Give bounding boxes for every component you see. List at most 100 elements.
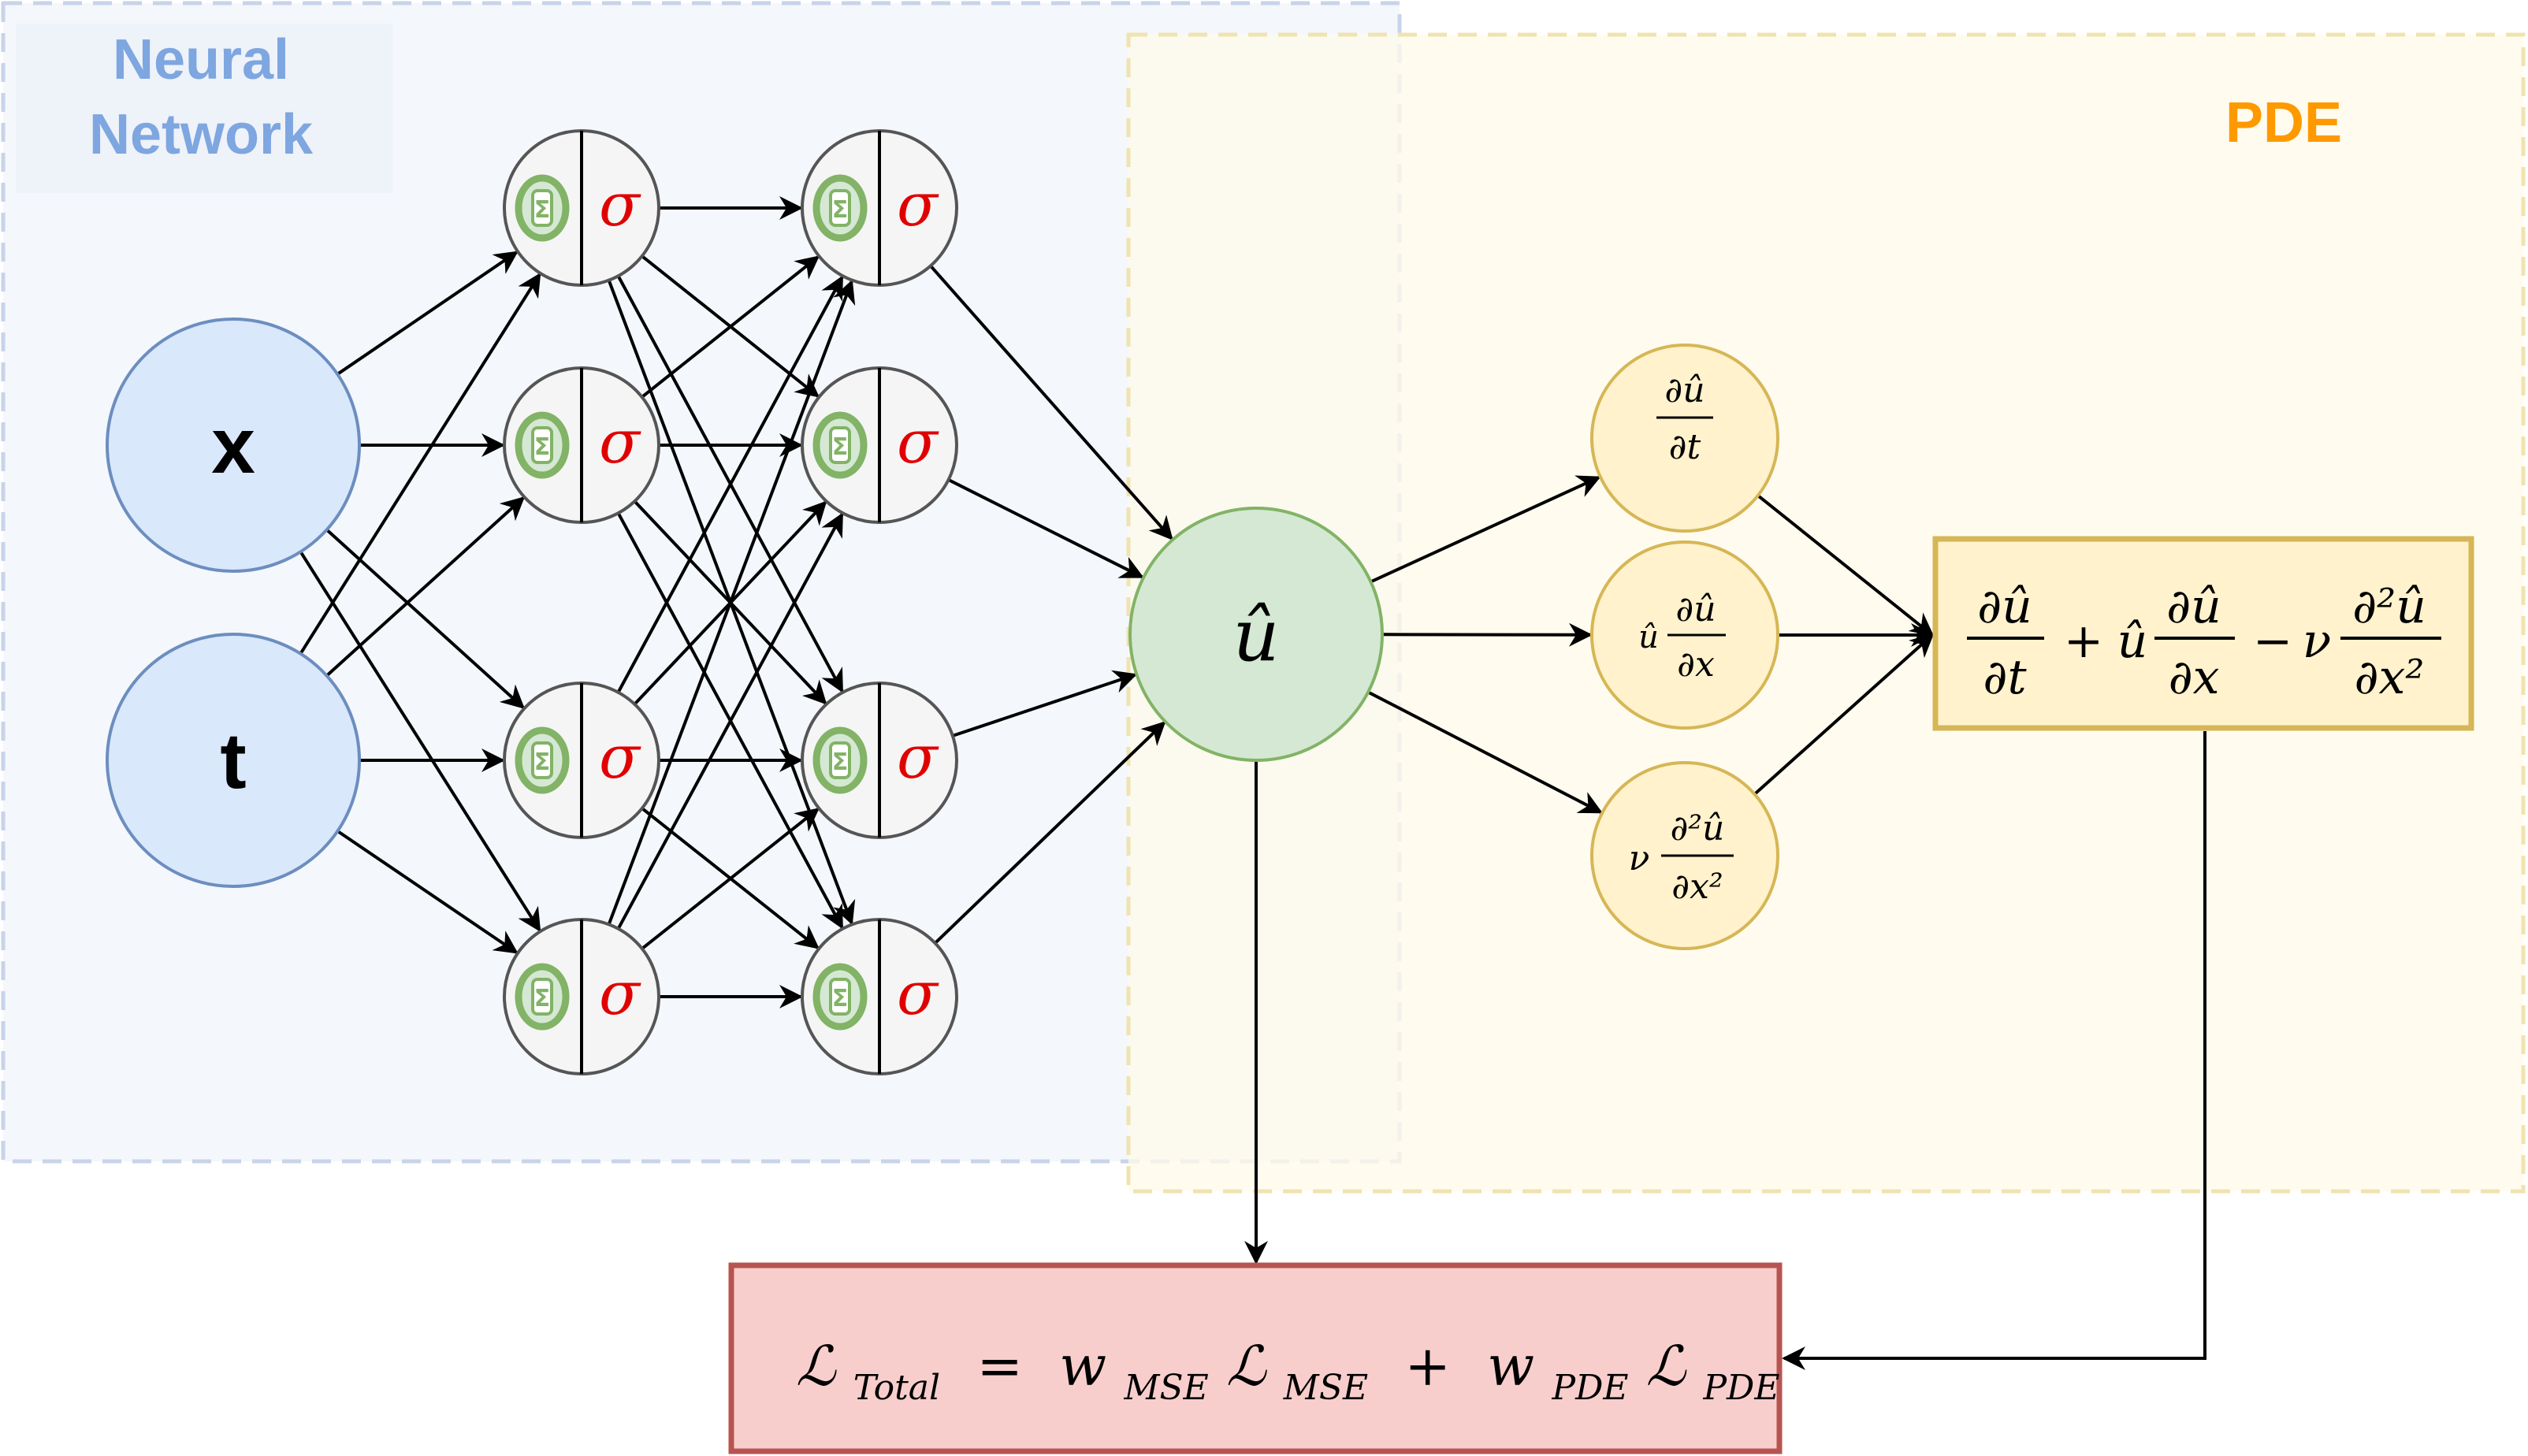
- residual-coef-nu: ν: [2303, 614, 2331, 669]
- svg-text:Σ: Σ: [832, 985, 849, 1012]
- neural-network-title-line1: Neural: [113, 28, 289, 91]
- activation-sigma: σ: [599, 407, 641, 477]
- connections: [299, 196, 2206, 1370]
- residual-t2-num: ∂û: [2166, 579, 2221, 634]
- edge-output-to-term-0: [1370, 475, 1601, 584]
- sum-icon: Σ: [812, 963, 868, 1031]
- activation-sigma: σ: [599, 169, 641, 240]
- edge-input-0-to-h1-0: [336, 251, 519, 376]
- svg-text:Σ: Σ: [534, 433, 551, 461]
- activation-sigma: σ: [599, 722, 641, 792]
- sum-icon: Σ: [515, 963, 570, 1031]
- edge-h2-0-to-output: [929, 265, 1173, 540]
- edge-input-1-to-h1-1: [325, 496, 526, 678]
- edge-h1-2-to-h2-0: [616, 275, 844, 693]
- edge-term-2-to-residual: [1753, 633, 1935, 796]
- residual-t3-num: ∂²û: [2352, 579, 2426, 634]
- residual-coef-u-hat: û: [2117, 614, 2148, 669]
- loss-equation: ℒ Total = w MSE ℒ MSE + w PDE ℒ PDE: [796, 1334, 1779, 1413]
- svg-text:Σ: Σ: [534, 196, 551, 224]
- loss-L-mse-sub: MSE: [1283, 1368, 1368, 1408]
- input-t-label: t: [220, 717, 246, 805]
- sum-icon: Σ: [515, 726, 570, 794]
- loss-w-mse-sub: MSE: [1123, 1368, 1208, 1408]
- pde-title: PDE: [2225, 91, 2342, 154]
- loss-L-mse: ℒ: [1226, 1334, 1267, 1398]
- pde-term-time-derivative[interactable]: ∂û ∂t: [1590, 344, 1779, 533]
- residual-op-plus: +: [2064, 614, 2103, 669]
- residual-t1-den: ∂t: [1983, 650, 2027, 705]
- svg-text:Σ: Σ: [534, 985, 551, 1012]
- neural-network-title-line2: Network: [89, 103, 314, 166]
- edge-term-0-to-residual: [1757, 494, 1935, 637]
- activation-sigma: σ: [599, 958, 641, 1028]
- loss-L-pde-sub: PDE: [1702, 1368, 1779, 1408]
- residual-t3-den: ∂x²: [2355, 650, 2425, 705]
- term3-prefix: ν: [1629, 838, 1650, 878]
- edge-h2-2-to-output: [952, 670, 1138, 737]
- input-x-label: x: [211, 402, 255, 490]
- output-u-hat-label: û: [1232, 593, 1279, 678]
- term2-denominator: ∂x: [1677, 644, 1715, 685]
- edge-output-to-term-2: [1367, 690, 1604, 814]
- edge-h1-1-to-h2-0: [641, 255, 820, 399]
- svg-text:Σ: Σ: [832, 433, 849, 461]
- edge-input-1-to-h1-3: [336, 830, 519, 954]
- activation-sigma: σ: [897, 169, 939, 240]
- pde-term-advection[interactable]: û ∂û ∂x: [1590, 540, 1779, 730]
- neural-network-title-backdrop: [16, 24, 392, 193]
- svg-text:Σ: Σ: [534, 748, 551, 776]
- loss-w-pde: w: [1487, 1334, 1534, 1398]
- edge-residual-to-loss: [1782, 731, 2206, 1370]
- edge-h1-3-to-h2-1: [616, 512, 844, 930]
- edge-h1-3-to-h2-2: [641, 808, 820, 950]
- edge-h2-3-to-output: [934, 721, 1166, 945]
- sum-icon: Σ: [812, 411, 868, 479]
- activation-sigma: σ: [897, 407, 939, 477]
- term1-numerator: ∂û: [1664, 370, 1705, 410]
- loss-total-L: ℒ: [796, 1334, 837, 1398]
- input-node-t[interactable]: t: [106, 633, 361, 888]
- loss-total-sub: Total: [853, 1368, 940, 1408]
- activation-sigma: σ: [897, 722, 939, 792]
- term1-denominator: ∂t: [1669, 427, 1701, 467]
- svg-text:Σ: Σ: [832, 196, 849, 224]
- sum-icon: Σ: [515, 411, 570, 479]
- edge-h1-3-to-h2-0: [607, 279, 856, 926]
- loss-plus: +: [1404, 1334, 1451, 1398]
- term2-numerator: ∂û: [1675, 589, 1716, 630]
- edge-input-1-to-h1-0: [299, 273, 541, 655]
- residual-op-minus: −: [2253, 614, 2292, 669]
- activation-sigma: σ: [897, 958, 939, 1028]
- loss-equals: =: [976, 1334, 1023, 1398]
- term3-denominator: ∂x²: [1671, 867, 1723, 907]
- term2-prefix: û: [1638, 619, 1659, 656]
- loss-w-pde-sub: PDE: [1551, 1368, 1628, 1408]
- input-node-x[interactable]: x: [106, 318, 361, 573]
- pde-residual-box[interactable]: ∂û ∂t + û ∂û ∂x − ν ∂²û ∂x²: [1932, 536, 2474, 731]
- loss-L-pde: ℒ: [1646, 1334, 1687, 1398]
- sum-icon: Σ: [812, 174, 868, 242]
- total-loss-box[interactable]: ℒ Total = w MSE ℒ MSE + w PDE ℒ PDE: [728, 1262, 1783, 1454]
- pde-term-diffusion[interactable]: ν ∂²û ∂x²: [1590, 761, 1779, 950]
- svg-text:Σ: Σ: [832, 748, 849, 776]
- sum-icon: Σ: [515, 174, 570, 242]
- residual-t1-num: ∂û: [1977, 579, 2032, 634]
- sum-icon: Σ: [812, 726, 868, 794]
- output-node-u-hat[interactable]: û: [1128, 507, 1384, 762]
- edge-input-0-to-h1-3: [299, 551, 541, 932]
- residual-t2-den: ∂x: [2169, 650, 2220, 705]
- term3-numerator: ∂²û: [1671, 808, 1725, 849]
- loss-w-mse: w: [1059, 1334, 1106, 1398]
- edge-h2-1-to-output: [947, 478, 1144, 579]
